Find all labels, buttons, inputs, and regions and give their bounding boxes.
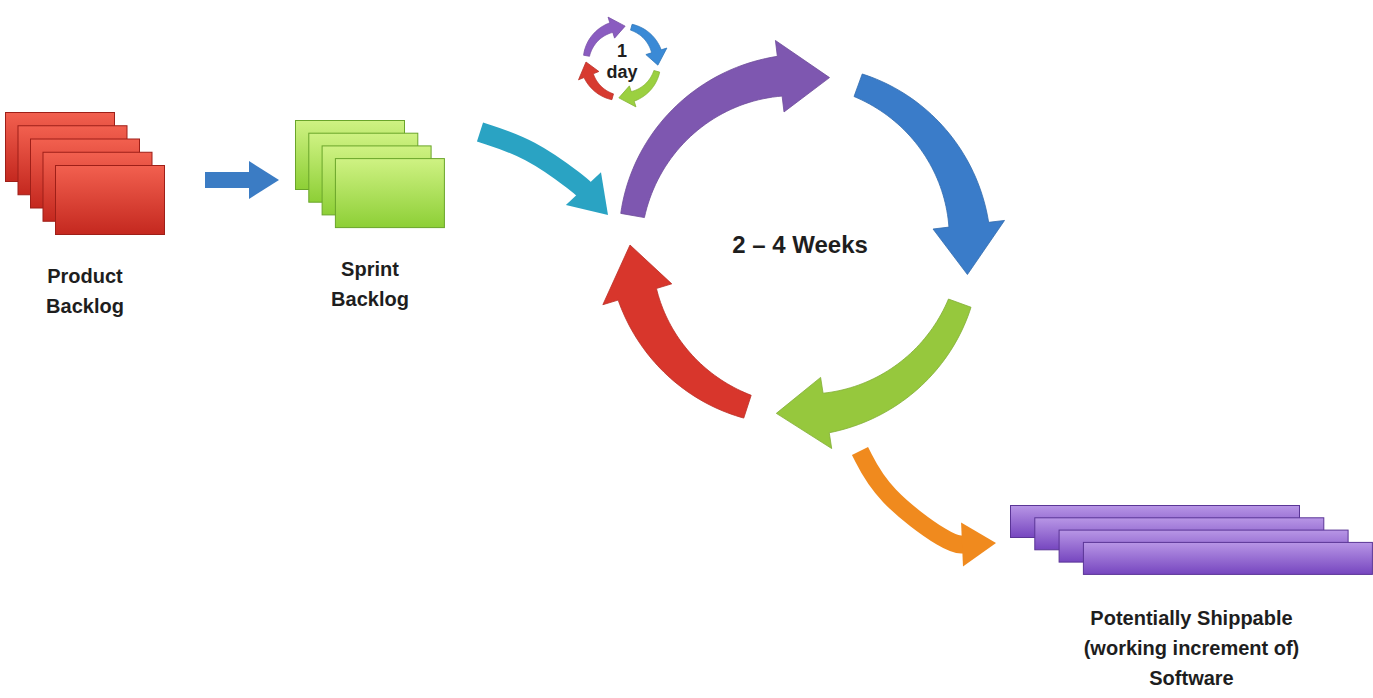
- sprint-backlog-stack: Sprint Backlog: [295, 120, 445, 314]
- arrow-head: [566, 172, 608, 215]
- stack-graphic: [1010, 505, 1373, 575]
- stack-drawing: [295, 120, 445, 228]
- daily-cycle: 1 day: [572, 12, 672, 112]
- stack-drawing: [1010, 505, 1373, 575]
- shippable-increment-stack: Potentially Shippable (working increment…: [1010, 505, 1373, 693]
- flow-arrow: [480, 132, 608, 215]
- stack-label: Sprint Backlog: [310, 254, 430, 314]
- stack-label: Product Backlog: [20, 261, 150, 321]
- cycle-arrow: [603, 245, 751, 418]
- arrow-head: [249, 161, 279, 199]
- cycle-label: 1 day: [601, 41, 643, 82]
- arrow-shaft: [860, 451, 964, 545]
- backlog-card: [335, 159, 444, 228]
- product-backlog-stack: Product Backlog: [5, 112, 165, 321]
- increment-bar: [1083, 542, 1372, 574]
- cycle-arrow: [631, 24, 667, 65]
- stack-graphic: [295, 120, 445, 228]
- cycle-arrow: [776, 299, 971, 449]
- sprint-cycle: 2 – 4 Weeks: [590, 35, 1010, 455]
- stack-graphic: [5, 112, 165, 235]
- cycle-arrow: [621, 40, 830, 217]
- arrow-head: [961, 522, 996, 566]
- flow-arrow: [205, 161, 279, 199]
- arrow-shaft: [480, 132, 585, 190]
- cycle-label: 2 – 4 Weeks: [732, 231, 868, 259]
- stack-label: Potentially Shippable (working increment…: [1062, 603, 1322, 693]
- arrow-shaft: [205, 172, 251, 188]
- cycle-arrow: [854, 74, 1004, 275]
- backlog-card: [56, 166, 165, 235]
- stack-drawing: [5, 112, 165, 235]
- flow-arrow: [860, 451, 996, 566]
